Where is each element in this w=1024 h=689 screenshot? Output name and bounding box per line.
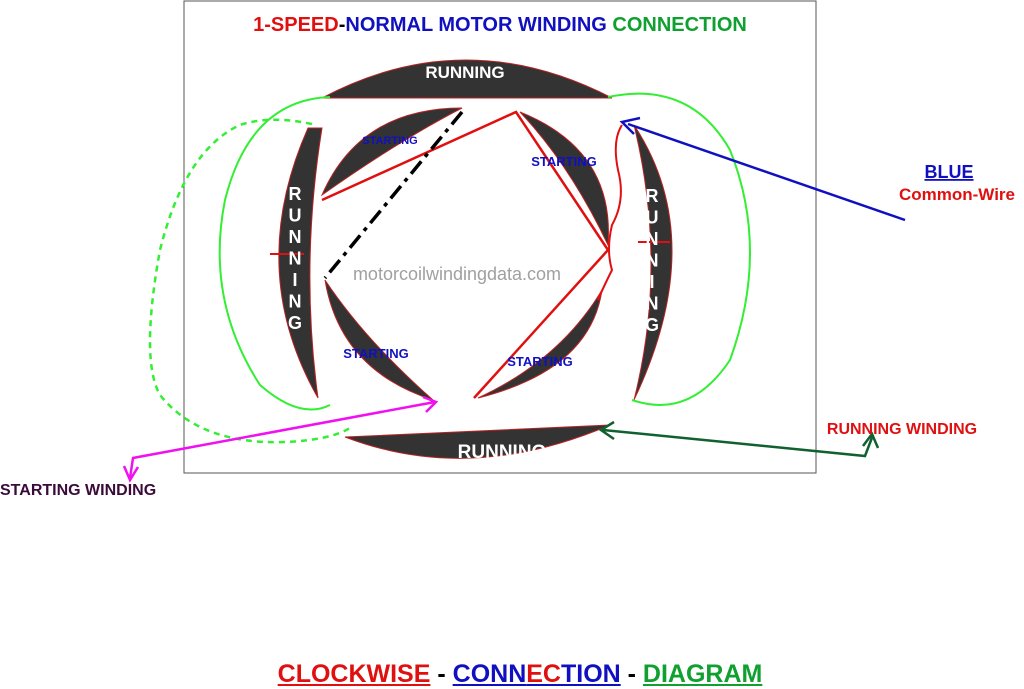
left-letters-letter: R <box>289 184 302 204</box>
starting-top-left-label: STARTING <box>362 135 417 147</box>
diagram-frame <box>183 0 817 474</box>
right-letters-letter: R <box>646 186 659 206</box>
blue-arrow <box>619 116 906 222</box>
footer-clockwise: CLOCKWISE <box>277 660 431 688</box>
footer-caption: CLOCKWISE - CONNECTION - DIAGRAM <box>0 660 1024 689</box>
starting-pole-bottom-right <box>477 289 603 399</box>
running-pole-bottom <box>344 424 611 459</box>
starting-winding-arrow <box>122 395 439 483</box>
running-bottom-label: RUNNING <box>458 442 547 463</box>
starting-bottom-left-label: STARTING <box>343 346 408 361</box>
right-letters-letter: G <box>645 315 659 335</box>
common-wire-label: Common-Wire <box>899 185 1015 204</box>
starting-pole-top-right <box>519 111 609 247</box>
footer-conn-c: TION <box>560 660 621 688</box>
footer-diagram: DIAGRAM <box>642 660 763 688</box>
footer-connection: CONNECTION <box>453 660 621 688</box>
right-letters-letter: U <box>646 208 659 228</box>
dash-dot-line <box>323 110 464 280</box>
right-letters-letter: N <box>646 251 659 271</box>
starting-red-connection-top <box>321 110 610 251</box>
footer-sep-1: - <box>430 660 453 688</box>
title-part-motor: NORMAL MOTOR WINDING <box>345 14 607 36</box>
title-part-speed: 1-SPEED <box>253 14 339 36</box>
running-left-label: RUNNING <box>288 184 302 333</box>
left-letters-letter: I <box>292 270 297 290</box>
title-dash: - <box>338 14 346 36</box>
right-letters-letter: I <box>649 272 654 292</box>
running-winding-loop-right <box>607 92 751 406</box>
blue-label: BLUE <box>925 162 974 182</box>
left-letters-letter: U <box>289 206 302 226</box>
starting-pole-bottom-left <box>324 279 434 401</box>
running-right-label: RUNNING <box>645 186 659 335</box>
starting-winding-dashed-loop <box>148 118 351 444</box>
common-red-wire <box>597 124 623 301</box>
title-part-connection: CONNECTION <box>612 14 747 36</box>
starting-winding-label: STARTING WINDING <box>0 482 156 499</box>
watermark-text: motorcoilwindingdata.com <box>353 264 561 284</box>
starting-pole-top-left <box>320 107 463 197</box>
footer-sep-2: - <box>620 660 643 688</box>
right-letters-letter: N <box>646 294 659 314</box>
left-letters-letter: N <box>289 292 302 312</box>
starting-bottom-right-label: STARTING <box>507 354 572 369</box>
running-winding-arrow <box>598 420 880 458</box>
diagram-title: 1-SPEED-NORMAL MOTOR WINDING CONNECTION <box>0 14 1000 37</box>
right-letters-letter: N <box>646 229 659 249</box>
footer-conn-a: CONN <box>452 660 527 688</box>
left-letters-letter: N <box>289 227 302 247</box>
running-pole-left <box>278 127 323 399</box>
footer-conn-b: EC <box>526 660 561 688</box>
running-winding-label: RUNNING WINDING <box>827 421 977 438</box>
starting-top-right-label: STARTING <box>531 154 596 169</box>
left-letters-letter: N <box>289 249 302 269</box>
running-pole-top <box>321 59 613 99</box>
left-letters-letter: G <box>288 313 302 333</box>
starting-red-connection-bottom <box>473 249 609 399</box>
running-top-label: RUNNING <box>425 63 504 82</box>
